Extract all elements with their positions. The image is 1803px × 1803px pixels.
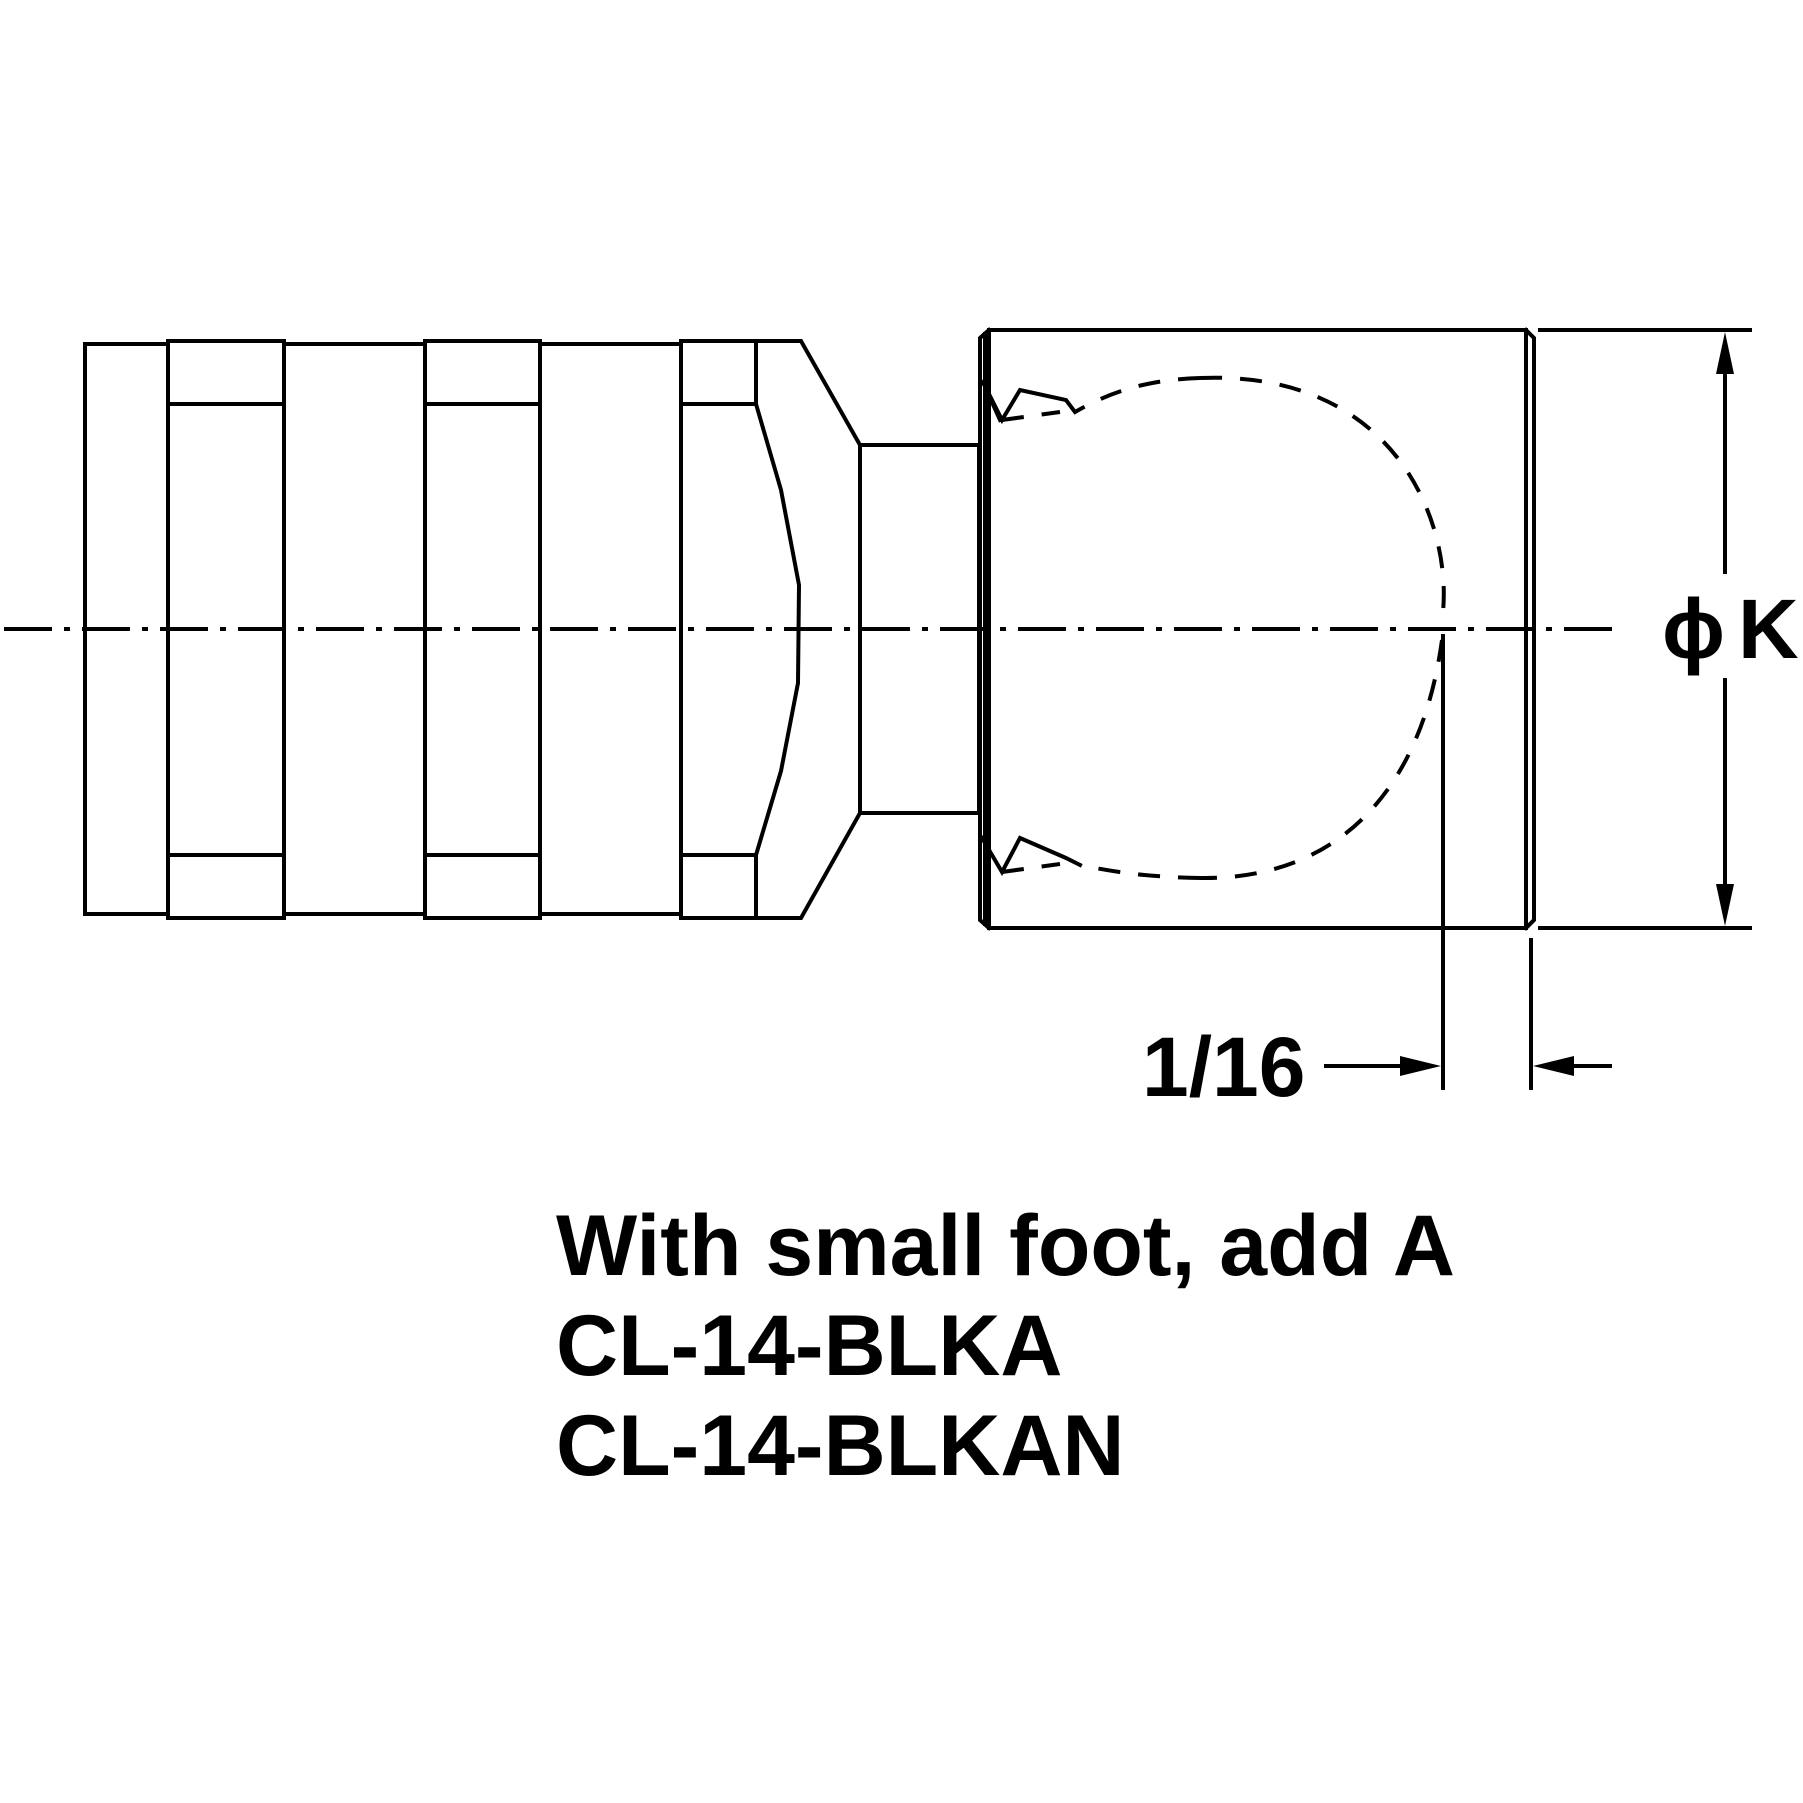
- hidden-ball: [979, 375, 1446, 881]
- diameter-symbol: ϕ: [1662, 582, 1725, 676]
- note-small-foot: With small foot, add A: [556, 1198, 1456, 1294]
- dimension-k: ϕ K: [1538, 328, 1799, 930]
- arrow-down: [1716, 884, 1734, 926]
- hex-body: [83, 339, 683, 920]
- arrow-right: [1400, 1056, 1441, 1076]
- diameter-label: K: [1738, 582, 1799, 676]
- dimension-offset: 1/16: [1142, 634, 1612, 1114]
- part-number-blkan: CL-14-BLKAN: [556, 1398, 1125, 1494]
- arrow-left: [1533, 1056, 1574, 1076]
- head-block: [978, 327, 1536, 931]
- offset-label: 1/16: [1142, 1020, 1306, 1114]
- part-number-blka: CL-14-BLKA: [556, 1298, 1063, 1394]
- ordering-notes: With small foot, add A CL-14-BLKA CL-14-…: [556, 1196, 1455, 1496]
- arrow-up: [1716, 332, 1734, 374]
